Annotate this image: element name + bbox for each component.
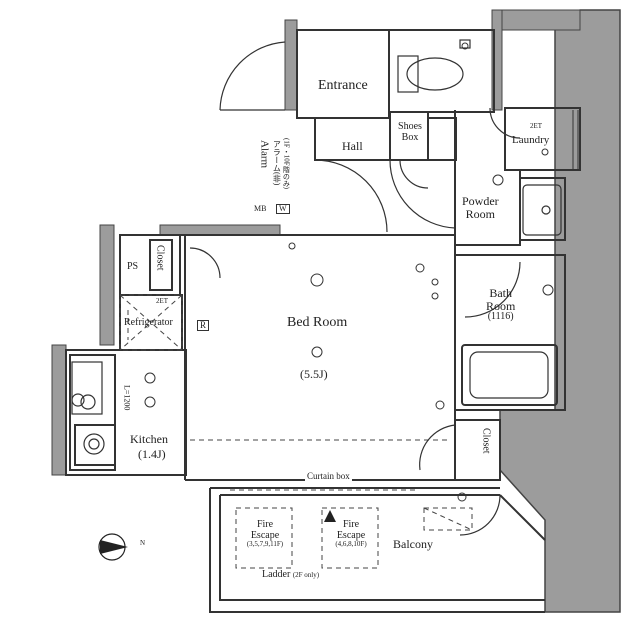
ceiling-lights: [144, 42, 554, 502]
bath-room-line-1: Bath: [489, 286, 512, 300]
powder-room-line-1: Powder: [462, 194, 499, 208]
door-swings: [189, 41, 521, 536]
closet-left-label: Closet: [154, 245, 166, 271]
alarm-jp-label: アラーム(非): [272, 140, 282, 186]
kitchen-label: Kitchen: [130, 432, 168, 446]
w-label: W: [276, 204, 290, 215]
fire-escape-a-title: Fire Escape: [250, 519, 280, 541]
ladder-sub: (2F only): [292, 571, 320, 579]
ladder-label: Ladder (2F only): [262, 569, 320, 581]
shoes-box-line-2: Box: [401, 131, 419, 143]
bed-room-size: (5.5J): [300, 367, 328, 381]
kitchen-dim-label: L=1200: [122, 385, 132, 411]
svg-text:N: N: [140, 539, 145, 547]
fire-escape-a-floors: (3,5,7,9,11F): [246, 540, 284, 548]
powder-room-line-2: Room: [465, 206, 495, 221]
mb-label: MB: [254, 204, 267, 213]
balcony-label: Balcony: [393, 537, 433, 551]
bed-room-label: Bed Room: [287, 315, 348, 330]
powder-room-label: Powder Room: [462, 195, 499, 220]
north-arrow-icon: N: [98, 533, 145, 561]
alarm-label: Alarm: [258, 140, 271, 169]
ps-label: PS: [127, 261, 139, 272]
kitchen-size: (1.4J): [138, 447, 166, 461]
fire-escape-b-title: Fire Escape: [336, 519, 366, 541]
laundry-label: Laundry: [512, 134, 550, 146]
tag-laundry: 2ET: [530, 122, 543, 130]
ladder-text: Ladder: [262, 569, 291, 580]
shoes-box-label: Shoes Box: [395, 121, 425, 143]
fire-escape-marker: [324, 510, 336, 522]
bath-room-line-3: (1116): [487, 311, 514, 323]
bath-room-label: Bath Room (1116): [486, 287, 515, 323]
fire-escape-b: Fire Escape (4,6,8,10F): [323, 519, 379, 548]
windows: [572, 110, 579, 170]
entrance-label: Entrance: [318, 78, 368, 93]
fire-escape-b-floors: (4,6,8,10F): [335, 540, 367, 548]
bath-room-line-2: Room: [486, 298, 516, 313]
shoes-box-line-1: Shoes: [398, 121, 422, 132]
tag-refrigerator: 2ET: [156, 297, 169, 305]
curtain-box-label: Curtain box: [305, 471, 352, 482]
refrigerator-label: Refrigerator: [124, 317, 173, 328]
fixtures: [71, 39, 562, 455]
hall-label: Hall: [342, 139, 363, 153]
fire-escape-a: Fire Escape (3,5,7,9,11F): [238, 519, 292, 548]
alarm-sub-label: (1F・10F階のみ): [282, 138, 291, 189]
closet-right-label: Closet: [480, 428, 492, 454]
r-label: R: [197, 320, 210, 332]
dashed-lines: [119, 294, 473, 569]
